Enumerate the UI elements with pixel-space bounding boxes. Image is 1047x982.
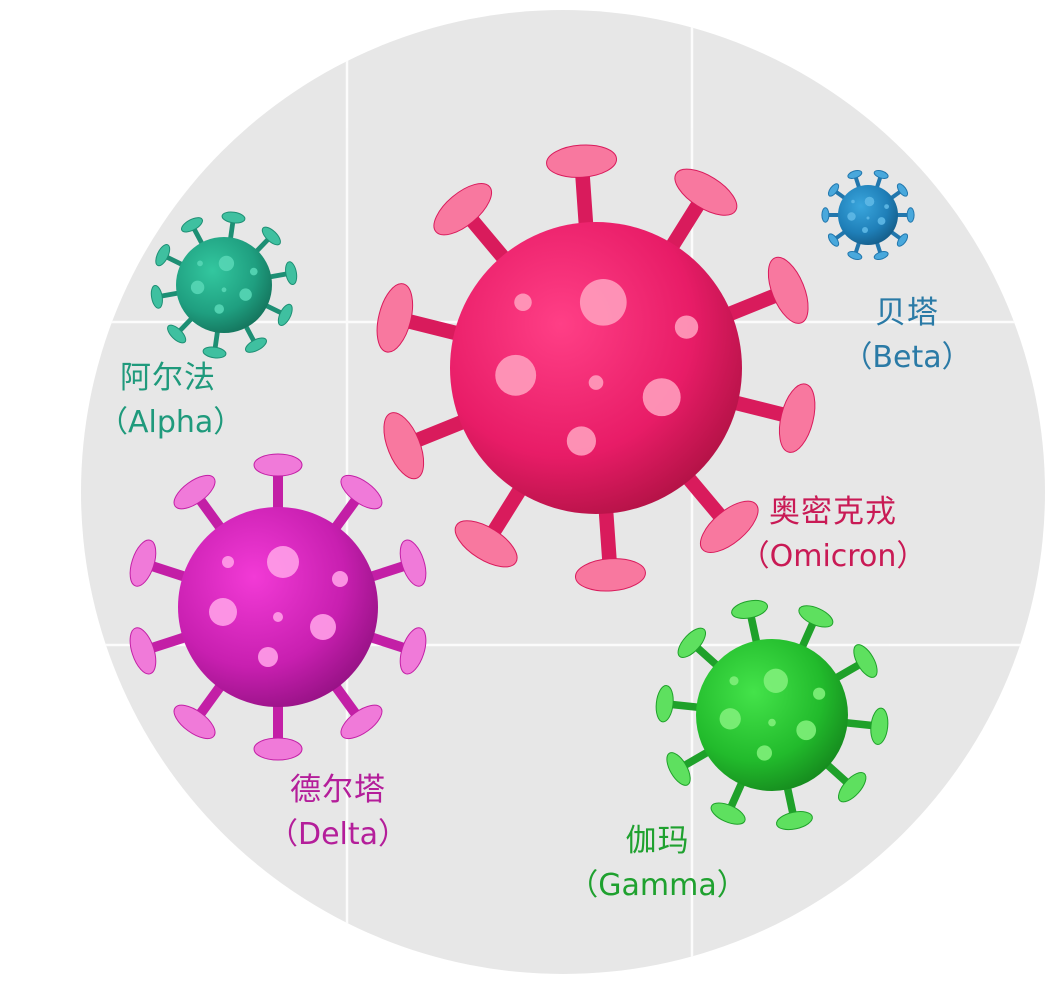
label-gamma: 伽玛 （Gamma）: [565, 826, 750, 901]
label-delta: 德尔塔 （Delta）: [258, 775, 418, 850]
delta-name-en: （Delta）: [267, 817, 409, 852]
omicron-name-cn: 奥密克戎: [769, 494, 897, 530]
gamma-name-en: （Gamma）: [568, 868, 747, 903]
gamma-name-cn: 伽玛: [625, 823, 690, 859]
alpha-name-en: （Alpha）: [98, 405, 244, 440]
gamma-virus-icon: [655, 599, 889, 831]
alpha-virus-icon: [150, 211, 298, 359]
omicron-virus-icon: [376, 144, 816, 592]
beta-name-en: （Beta）: [842, 340, 972, 375]
label-alpha: 阿尔法 （Alpha）: [98, 360, 244, 440]
omicron-name-en: （Omicron）: [739, 539, 927, 574]
label-beta: 贝塔 （Beta）: [842, 298, 972, 373]
alpha-name-cn: 阿尔法: [120, 360, 216, 396]
delta-virus-icon: [129, 453, 427, 761]
beta-virus-icon: [821, 169, 915, 261]
beta-name-cn: 贝塔: [875, 295, 939, 331]
label-omicron: 奥密克戎 （Omicron）: [728, 497, 938, 572]
delta-name-cn: 德尔塔: [290, 772, 386, 808]
